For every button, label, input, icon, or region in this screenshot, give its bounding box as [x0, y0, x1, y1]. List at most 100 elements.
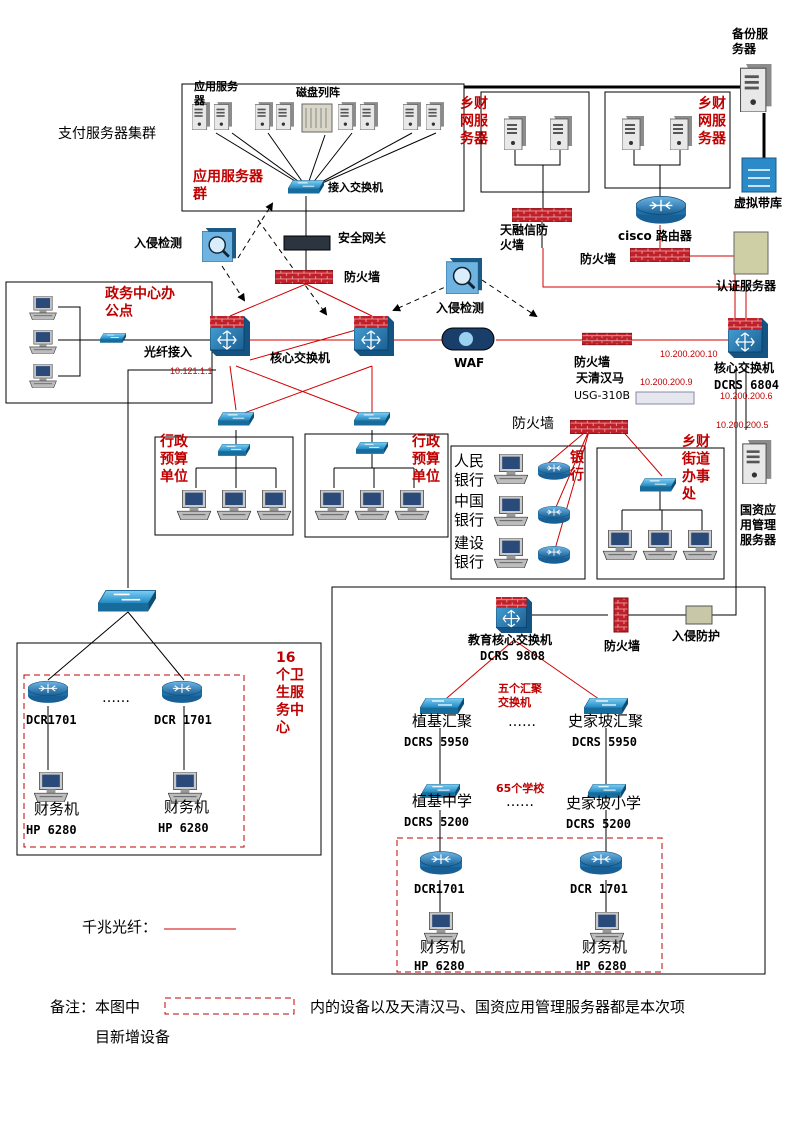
server-icon	[670, 116, 692, 150]
edu-core-model: DCRS 9808	[480, 649, 545, 663]
edu-tree-links	[439, 728, 607, 916]
switch-icon	[640, 478, 676, 492]
edu-core-label: 教育核心交换机	[467, 632, 552, 647]
router-icon	[28, 680, 68, 704]
ip-r3-label: 10.200.200.5	[716, 420, 769, 430]
bank-people-label: 人民银行	[454, 452, 484, 489]
pc-icon	[216, 490, 252, 520]
intrusion-detect-mid-icon	[446, 258, 482, 294]
street-links	[621, 490, 703, 530]
finance-pc-c-label: 财务机	[420, 938, 465, 956]
disk-array-icon	[301, 103, 333, 133]
ip-r2-label: 10.200.200.6	[720, 391, 773, 401]
five-agg-label: 五个汇聚交换机	[498, 681, 543, 709]
xiangcai-net-left-label: 乡财网服务器	[460, 95, 489, 147]
intrusion-detect-left-label: 入侵检测	[134, 235, 182, 250]
edu-firewall-icon	[613, 597, 629, 633]
disk-array-stripes	[305, 108, 327, 128]
shijiapo-school-model: DCRS 5200	[566, 817, 631, 831]
health-new-devices-dashed	[23, 674, 245, 848]
auth-server-label: 认证服务器	[716, 278, 777, 293]
core-red-links	[229, 283, 738, 361]
finance-pc-icon	[34, 772, 68, 802]
finance-pc-d-label: 财务机	[582, 938, 627, 956]
gov-center-label: 政务中心办公点	[105, 285, 175, 320]
firewall-router-label: 防火墙	[580, 251, 616, 266]
gateway-arrow	[257, 219, 328, 316]
xiangcai-net-right-label: 乡财网服务器	[698, 95, 727, 147]
ids-mid-arrow-left	[392, 283, 453, 312]
pc-icon	[29, 330, 57, 354]
app-server-label: 应用服务器	[193, 79, 239, 107]
payment-cluster-label: 支付服务器集群	[58, 125, 156, 142]
tianqing-label: 天清汉马	[576, 370, 624, 385]
server-icon	[360, 102, 378, 130]
pc-icon	[642, 530, 678, 560]
waf-label: WAF	[454, 356, 484, 370]
firewall-edu-label: 防火墙	[604, 638, 640, 653]
firewall-icon	[570, 420, 628, 434]
pc-icon	[494, 496, 528, 526]
core-to-access-red	[229, 365, 373, 419]
budget-right-links	[333, 430, 415, 488]
xiangcai-right-links	[633, 150, 681, 196]
bank-box	[450, 445, 586, 580]
server-icon	[255, 102, 273, 130]
gov-links	[58, 306, 210, 377]
pc-icon	[494, 538, 528, 568]
ids-mid-arrow-right	[481, 279, 538, 318]
server-icon	[338, 102, 356, 130]
firewall-top-label: 防火墙	[344, 269, 380, 284]
xiangcai-server-box-left	[480, 91, 590, 193]
ip-left-label: 10.121.1.1	[170, 366, 213, 376]
ip-tq-label: 10.200.200.9	[640, 377, 693, 387]
firewall-icon	[275, 270, 333, 284]
pc-icon	[394, 490, 430, 520]
dots-health: ……	[102, 690, 130, 706]
server-icon	[550, 116, 572, 150]
zhiji-agg-model: DCRS 5950	[404, 735, 469, 749]
health-switch-icon	[98, 590, 156, 612]
hp-b-label: HP 6280	[158, 821, 209, 835]
router-icon	[538, 506, 570, 524]
pc-icon	[602, 530, 638, 560]
dcr-d-label: DCR 1701	[570, 882, 628, 896]
zhiji-school-label: 植基中学	[412, 792, 472, 810]
access-switch-label: 接入交换机	[328, 180, 383, 194]
intrusion-protect-label: 入侵防护	[672, 628, 720, 643]
security-gateway-icon	[283, 235, 331, 251]
finance-firewall-label: 天融信防火墙	[500, 222, 548, 252]
xiangcai-server-box-right	[604, 91, 731, 189]
ip-r1-label: 10.200.200.10	[660, 349, 718, 359]
pc-icon	[176, 490, 212, 520]
ids-arrow-up	[237, 202, 274, 259]
access-switch-icon	[288, 180, 324, 194]
dots-agg: ……	[508, 714, 536, 730]
tianqing-appliance-icon	[635, 391, 695, 405]
waf-emblem	[459, 332, 473, 346]
note-suffix: 内的设备以及天清汉马、国资应用管理服务器都是本次项	[310, 998, 685, 1016]
admin-budget-right-label: 行政预算单位	[411, 433, 441, 485]
xiangcai-street-label: 乡财街道办事处	[681, 433, 710, 503]
security-gateway-label: 安全网关	[338, 230, 386, 245]
virtual-tape-stripes	[748, 169, 770, 187]
virtual-tape-icon	[741, 157, 777, 193]
xiangcai-street-box	[596, 447, 725, 580]
note-prefix: 备注：本图中	[50, 998, 140, 1016]
disk-array-label: 磁盘列阵	[296, 85, 340, 99]
server-icon	[403, 102, 421, 130]
education-new-devices-dashed	[396, 837, 663, 973]
health-links	[47, 611, 185, 770]
dots-school: ……	[506, 794, 534, 810]
finance-fw-to-core	[542, 248, 747, 318]
app-server-group-label: 应用服务器群	[192, 168, 264, 203]
guozi-server-label: 国资应用管理服务器	[739, 502, 777, 547]
core-switch-right-model: DCRS 6804	[714, 378, 779, 392]
server-icon	[622, 116, 644, 150]
sixty-five-label: 65个学校	[496, 781, 545, 795]
finance-pc-b-label: 财务机	[164, 798, 209, 816]
pc-icon	[682, 530, 718, 560]
dcr-a-label: DCR1701	[26, 713, 77, 727]
ids-arrow-down	[221, 265, 246, 302]
